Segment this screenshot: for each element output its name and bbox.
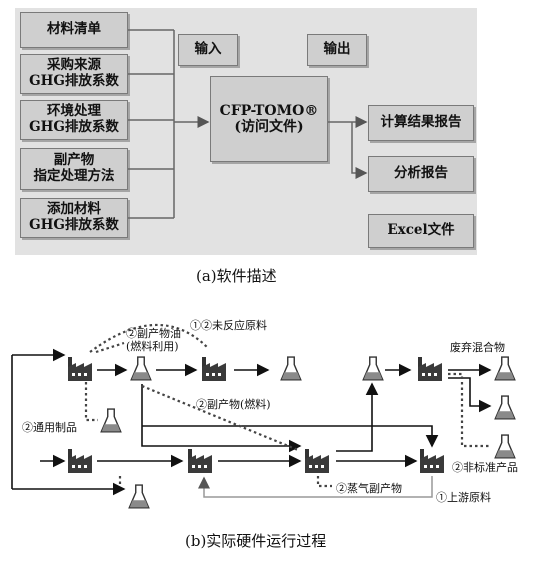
label-unreacted-material: ①②未反应原料: [190, 319, 267, 332]
flask-icon: [280, 356, 302, 381]
factory-icon: [68, 449, 92, 473]
input-label: 输入: [178, 34, 238, 66]
factory-icon: [420, 449, 444, 473]
flask-icon: [494, 434, 516, 459]
flask-icon: [130, 356, 152, 381]
software-panel: 材料清单 采购来源 GHG排放系数 环境处理 GHG排放系数 副产物 指定处理方…: [15, 8, 477, 255]
label-byproduct-oil: ②副产物油 (燃料利用): [126, 327, 181, 354]
caption-b: (b)实际硬件运行过程: [185, 532, 327, 550]
caption-a: (a)软件描述: [196, 267, 277, 285]
flask-icon: [100, 408, 122, 433]
output-label: 输出: [307, 34, 367, 66]
label-byproduct-fuel: ②副产物(燃料): [196, 398, 271, 411]
input-byproduct-disposal: 副产物 指定处理方法: [20, 148, 128, 190]
output-analysis-report: 分析报告: [368, 156, 474, 192]
input-environment-ghg-factor: 环境处理 GHG排放系数: [20, 100, 128, 140]
label-upstream-material: ①上游原料: [436, 491, 491, 504]
label-waste-mixture: 废弃混合物: [450, 341, 505, 354]
factory-icon: [188, 449, 212, 473]
label-steam-byproduct: ②蒸气副产物: [336, 482, 402, 495]
factory-icon: [202, 357, 226, 381]
flask-icon: [362, 356, 384, 381]
output-calc-report: 计算结果报告: [368, 105, 474, 141]
input-purchase-ghg-factor: 采购来源 GHG排放系数: [20, 54, 128, 94]
flask-icon: [128, 484, 150, 509]
output-excel-file: Excel文件: [368, 214, 474, 248]
cfp-tomo-box: CFP-TOMO® (访问文件): [210, 76, 328, 162]
label-nonstandard-product: ②非标准产品: [452, 461, 518, 474]
label-general-product: ②通用制品: [22, 421, 77, 434]
input-additive-ghg-factor: 添加材料 GHG排放系数: [20, 198, 128, 238]
flask-icon: [494, 395, 516, 420]
factory-icon: [305, 449, 329, 473]
factory-icon: [68, 357, 92, 381]
flask-icon: [494, 356, 516, 381]
factory-icon: [418, 357, 442, 381]
input-material-list: 材料清单: [20, 12, 128, 48]
